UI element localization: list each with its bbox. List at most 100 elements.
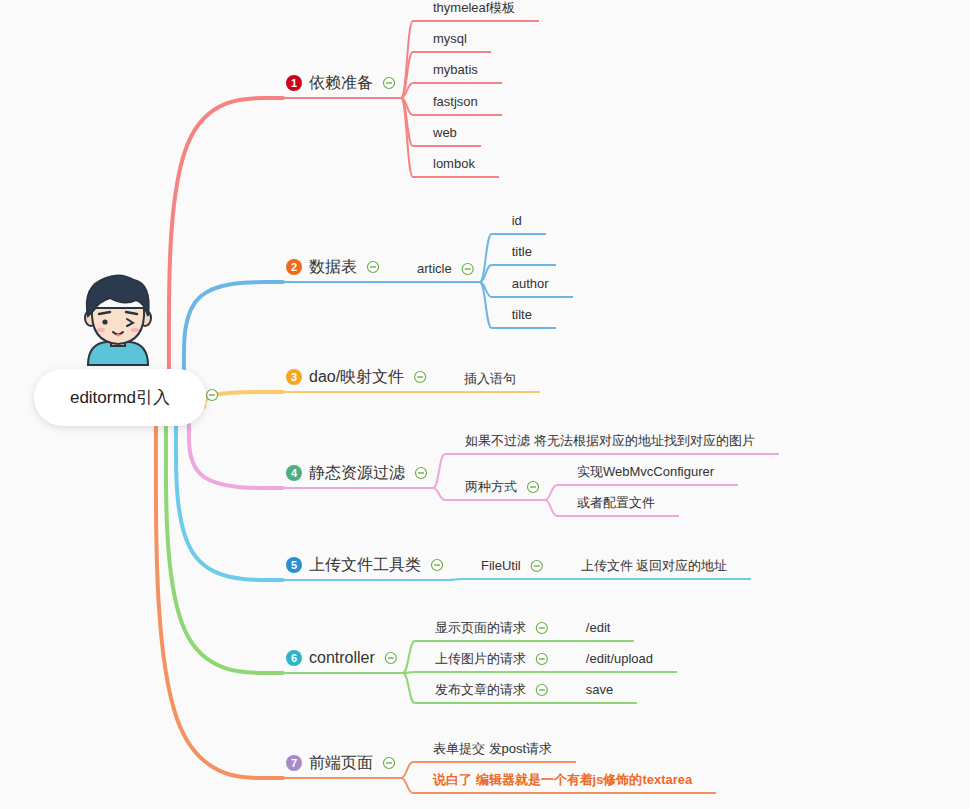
branch-line	[401, 83, 413, 98]
sub-topic: 如果不过滤 将无法根据对应的地址找到对应的图片	[445, 430, 779, 455]
branch-line	[401, 778, 413, 793]
collapse-icon	[536, 685, 547, 696]
branch-line	[480, 265, 492, 282]
branch-line	[401, 52, 413, 98]
topic-text: lombok	[433, 156, 475, 171]
branch-line	[401, 762, 413, 778]
topic-text: fastjson	[433, 94, 478, 109]
branch-topic: 4 静态资源过滤	[283, 460, 433, 489]
sub-topic: 说白了 编辑器就是一个有着js修饰的textarea	[413, 769, 716, 794]
branch-line	[184, 282, 283, 370]
topic-text: 如果不过滤 将无法根据对应的地址找到对应的图片	[465, 433, 755, 448]
branch-line	[403, 673, 415, 703]
collapse-icon	[432, 560, 443, 571]
collapse-icon	[536, 623, 547, 634]
sub-topic: 插入语句	[444, 368, 540, 393]
topic-text: /edit/upload	[586, 651, 653, 666]
collapse-icon	[368, 262, 379, 273]
sub-topic: fastjson	[413, 91, 502, 116]
sub-topic: save	[566, 679, 637, 704]
sub-topic: 发布文章的请求	[415, 679, 554, 704]
sub-topic: id	[492, 210, 546, 235]
topic-text: web	[433, 125, 457, 140]
collapse-icon	[415, 372, 426, 383]
sub-topic: 上传图片的请求	[415, 648, 554, 673]
topic-text: save	[586, 682, 613, 697]
topic-text: FileUtil	[481, 558, 521, 573]
collapse-icon	[207, 390, 218, 401]
branch-topic: 7 前端页面	[283, 750, 401, 779]
sub-topic: 表单提交 发post请求	[413, 738, 576, 763]
sub-topic: mysql	[413, 28, 491, 53]
collapse-icon	[385, 653, 396, 664]
number-badge: 2	[286, 259, 302, 275]
sub-topic: lombok	[413, 153, 499, 178]
branch-line	[545, 500, 557, 516]
branch-line	[554, 702, 566, 704]
topic-text: 表单提交 发post请求	[433, 741, 552, 756]
branch-line	[432, 391, 444, 393]
topic-text: 数据表	[309, 258, 357, 275]
branch-topic: 6controller	[283, 645, 403, 674]
sub-topic: 显示页面的请求	[415, 617, 554, 642]
topic-text: author	[512, 276, 549, 291]
topic-text: 上传图片的请求	[435, 651, 526, 666]
sub-topic: tilte	[492, 304, 556, 329]
sub-topic: thymeleaf模板	[413, 0, 539, 22]
sub-topic: FileUtil	[461, 555, 549, 580]
number-badge: 4	[286, 465, 302, 481]
sub-topic: 实现WebMvcConfigurer	[557, 461, 738, 486]
sub-topic: author	[492, 273, 573, 298]
collapse-icon	[528, 482, 539, 493]
branch-topic: 5 上传文件工具类	[283, 552, 449, 581]
central-topic: editormd引入	[34, 369, 206, 426]
branch-line	[480, 234, 492, 282]
branch-line	[156, 425, 283, 779]
branch-line	[554, 671, 566, 673]
topic-text: 前端页面	[309, 754, 373, 771]
branch-line	[480, 282, 492, 328]
topic-text: 静态资源过滤	[309, 464, 405, 481]
branch-line	[176, 425, 283, 581]
branch-line	[554, 640, 566, 642]
sub-topic: web	[413, 122, 481, 147]
topic-text: id	[512, 213, 522, 228]
collapse-icon	[384, 758, 395, 769]
collapse-icon	[384, 78, 395, 89]
topic-text: 上传文件 返回对应的地址	[581, 558, 728, 573]
branch-line	[385, 281, 397, 283]
number-badge: 1	[286, 75, 302, 91]
collapse-icon	[462, 264, 473, 275]
topic-text: editormd引入	[70, 388, 170, 407]
topic-text: mybatis	[433, 62, 478, 77]
number-badge: 5	[286, 557, 302, 573]
sub-topic: 或者配置文件	[557, 492, 679, 517]
sub-topic: title	[492, 241, 556, 266]
topic-text: 显示页面的请求	[435, 620, 526, 635]
topic-text: 上传文件工具类	[309, 556, 421, 573]
branch-line	[433, 454, 445, 488]
branch-line	[401, 21, 413, 98]
number-badge: 3	[286, 369, 302, 385]
sub-topic: /edit	[566, 617, 635, 642]
topic-text: article	[417, 261, 452, 276]
branch-line	[169, 98, 283, 370]
branch-line	[549, 578, 561, 580]
topic-text: /edit	[586, 620, 611, 635]
topic-text: thymeleaf模板	[433, 0, 515, 15]
sub-topic: mybatis	[413, 59, 502, 84]
topic-text: 依赖准备	[309, 74, 373, 91]
branch-topic: 3 dao/映射文件	[283, 364, 432, 393]
branch-line	[401, 98, 413, 177]
topic-text: 或者配置文件	[577, 495, 655, 510]
branch-line	[189, 425, 283, 489]
collapse-icon	[536, 654, 547, 665]
branch-line	[545, 485, 557, 500]
sub-topic: 上传文件 返回对应的地址	[561, 555, 752, 580]
number-badge: 7	[286, 755, 302, 771]
sub-topic: 两种方式	[445, 476, 545, 501]
topic-text: 两种方式	[465, 479, 517, 494]
branch-line	[166, 425, 283, 674]
topic-text: dao/映射文件	[309, 368, 404, 385]
number-badge: 6	[286, 650, 302, 666]
